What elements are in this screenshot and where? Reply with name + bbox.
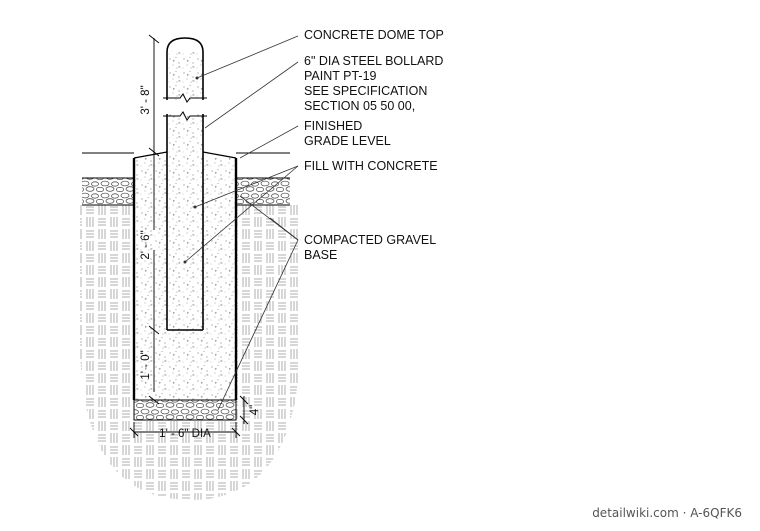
callout-bollard-line-1: 6" DIA STEEL BOLLARD: [304, 54, 443, 68]
callout-bollard-line-3: SEE SPECIFICATION: [304, 84, 427, 98]
callout-bollard-line-2: PAINT PT-19: [304, 69, 377, 83]
callout-grade-line-2: GRADE LEVEL: [304, 134, 391, 148]
surface-gravel-layer: [82, 178, 290, 206]
dim-above-grade: 3' - 8": [140, 85, 152, 114]
steel-bollard: [163, 37, 207, 331]
callout-bollard-line-4: SECTION 05 50 00,: [304, 99, 415, 113]
dim-base-thickness: 4": [249, 405, 261, 415]
finished-grade-line: [82, 152, 290, 179]
callout-dome-top: CONCRETE DOME TOP: [304, 28, 444, 42]
callout-gravel-line-2: BASE: [304, 248, 337, 262]
callout-fill: FILL WITH CONCRETE: [304, 159, 438, 173]
leader-lines: [183, 35, 299, 411]
gravel-base: [133, 399, 237, 421]
dimension-lines: [129, 34, 249, 438]
callout-grade-line-1: FINISHED: [304, 119, 362, 133]
watermark: detailwiki.com · A-6QFK6: [592, 506, 742, 520]
callout-gravel-line-1: COMPACTED GRAVEL: [304, 233, 436, 247]
dim-embedment: 2' - 6": [140, 230, 152, 259]
callout-labels: CONCRETE DOME TOP 6" DIA STEEL BOLLARD P…: [304, 28, 444, 262]
dim-below-bollard: 1' - 0": [140, 350, 152, 379]
dim-footing-width: 1' - 6" DIA: [159, 428, 211, 440]
